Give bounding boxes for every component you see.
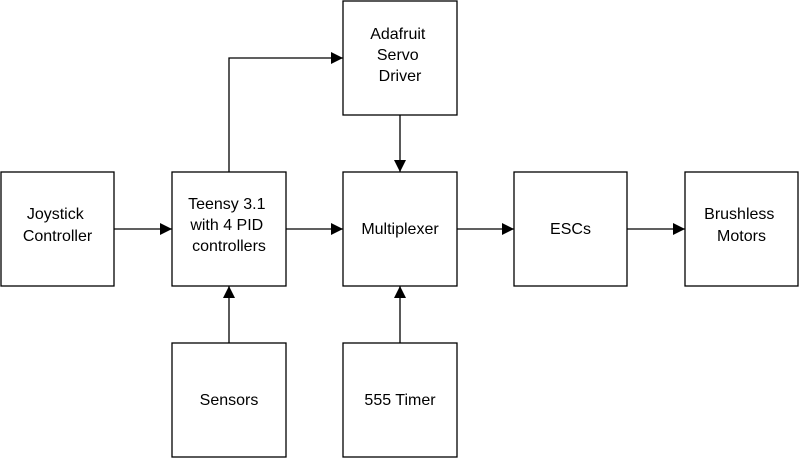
teensy-label: Teensy 3.1 with 4 PID controllers	[188, 196, 270, 255]
timer-555-block: 555 Timer	[342, 342, 458, 458]
sensors-block: Sensors	[171, 342, 287, 458]
joystick-controller-label: Joystick Controller	[23, 206, 93, 245]
timer-555-label: 555 Timer	[364, 392, 436, 409]
servo-driver-block: Adafruit Servo Driver	[342, 0, 458, 116]
escs-label: ESCs	[550, 221, 591, 238]
escs-block: ESCs	[513, 171, 628, 287]
brushless-motors-block: Brushless Motors	[684, 171, 799, 287]
multiplexer-block: Multiplexer	[342, 171, 458, 287]
joystick-controller-block: Joystick Controller	[0, 171, 115, 287]
servo-driver-label: Adafruit Servo Driver	[370, 26, 430, 85]
multiplexer-label: Multiplexer	[361, 221, 439, 238]
arrow-teensy-to-servo-driver	[228, 52, 343, 172]
sensors-label: Sensors	[200, 392, 259, 409]
brushless-motors-label: Brushless Motors	[704, 206, 779, 245]
teensy-block: Teensy 3.1 with 4 PID controllers	[171, 171, 287, 287]
